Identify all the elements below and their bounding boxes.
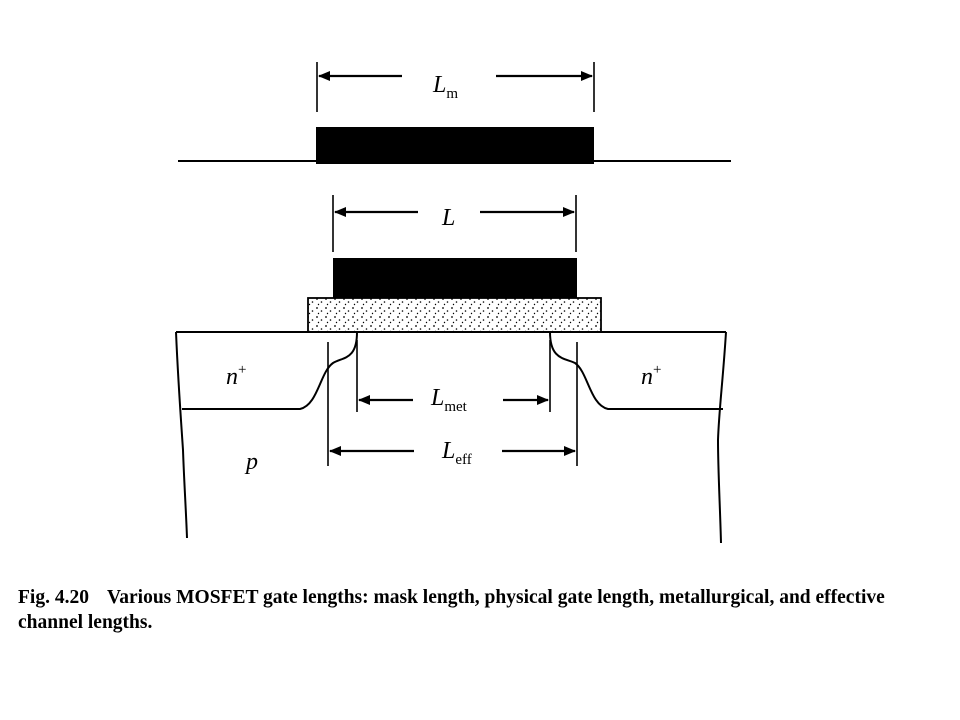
gate-length-label: L xyxy=(441,205,455,231)
source-junction xyxy=(182,331,358,410)
substrate-outline xyxy=(175,331,727,544)
figure-number: Fig. 4.20 xyxy=(18,587,89,608)
metallurgical-length-dimension xyxy=(356,340,551,412)
source-region-label: n+ xyxy=(226,362,246,390)
substrate-label: p xyxy=(244,449,258,475)
drain-junction xyxy=(549,331,723,410)
mask-length-dimension xyxy=(316,62,595,112)
metallurgical-length-label: Lmet xyxy=(430,385,468,415)
effective-length-label: Leff xyxy=(441,438,472,468)
gate-electrode xyxy=(333,258,577,298)
effective-length-dimension xyxy=(327,342,578,466)
mask-pattern xyxy=(316,127,594,164)
mask-length-label: Lm xyxy=(432,72,458,102)
gate-length-dimension xyxy=(332,195,577,252)
drain-region-label: n+ xyxy=(641,362,661,390)
gate-oxide xyxy=(307,297,602,333)
caption-text: Various MOSFET gate lengths: mask length… xyxy=(18,587,885,633)
